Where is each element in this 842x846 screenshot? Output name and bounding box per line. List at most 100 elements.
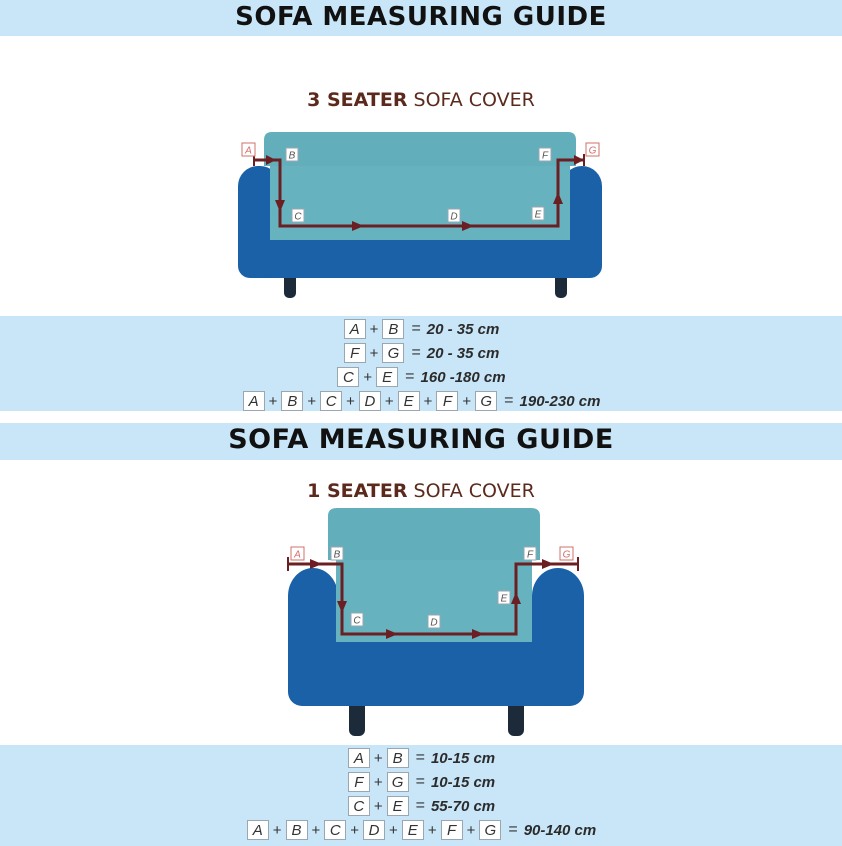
svg-text:E: E (535, 210, 542, 221)
svg-text:D: D (430, 618, 437, 629)
sofa1-label-c: C (350, 612, 364, 627)
subtitle-2: 1 SEATER SOFA COVER (0, 480, 842, 502)
plus-sign: + (268, 392, 278, 410)
equals-sign: = (415, 797, 425, 814)
formula-term: F (436, 391, 459, 411)
formula-band-1 (0, 316, 842, 411)
formula-value: 55-70 cm (430, 797, 496, 815)
formula-term: F (347, 772, 370, 792)
svg-text:A: A (244, 146, 252, 157)
formula-term: A (343, 319, 366, 339)
equals-sign: = (504, 392, 514, 409)
plus-sign: + (369, 344, 379, 362)
formula-term: E (397, 391, 420, 411)
subtitle-2-rest: SOFA COVER (407, 480, 535, 502)
formula-term: G (475, 391, 498, 411)
formula-value: 20 - 35 cm (426, 344, 500, 362)
sofa1-label-f: F (523, 546, 537, 561)
sofa1-label-d: D (427, 614, 441, 629)
sofa3-label-c: C (291, 208, 305, 223)
formula-term: E (376, 367, 399, 387)
formula-term: B (382, 319, 405, 339)
formula-term: B (281, 391, 304, 411)
sofa1-label-a: A (290, 546, 305, 561)
plus-sign: + (307, 392, 317, 410)
sofa3-arm-left (238, 166, 280, 278)
subtitle-1: 3 SEATER SOFA COVER (0, 89, 842, 111)
svg-text:B: B (289, 151, 296, 162)
plus-sign: + (363, 368, 373, 386)
sofa-1-seater-diagram: A B C D E F G (287, 508, 584, 736)
sofa3-label-b: B (285, 147, 299, 162)
sofa1-label-g: G (559, 546, 574, 561)
formula-value: 90-140 cm (523, 821, 597, 839)
subtitle-1-rest: SOFA COVER (407, 89, 535, 111)
formula-value: 10-15 cm (430, 749, 496, 767)
svg-text:F: F (527, 550, 534, 561)
formula-term: G (386, 772, 409, 792)
formula-row: A+B+C+D+E+F+G=90-140 cm (0, 818, 842, 842)
formula-term: F (440, 820, 463, 840)
svg-text:E: E (501, 594, 508, 605)
plus-sign: + (384, 392, 394, 410)
equals-sign: = (405, 368, 415, 385)
sofa1-label-b: B (330, 546, 344, 561)
formula-term: C (337, 367, 360, 387)
plus-sign: + (350, 821, 360, 839)
formula-term: C (347, 796, 370, 816)
svg-text:C: C (294, 212, 302, 223)
formula-term: B (386, 748, 409, 768)
guide-title-2: SOFA MEASURING GUIDE (228, 424, 614, 455)
formula-term: G (382, 343, 405, 363)
sofa1-label-e: E (497, 590, 511, 605)
formula-row: F+G=20 - 35 cm (0, 341, 842, 365)
sofa3-label-g: G (585, 142, 600, 157)
plus-sign: + (373, 797, 383, 815)
sofa3-label-a: A (241, 142, 256, 157)
equals-sign: = (415, 749, 425, 766)
plus-sign: + (423, 392, 433, 410)
svg-text:D: D (450, 212, 457, 223)
equals-sign: = (411, 344, 421, 361)
formula-term: C (320, 391, 343, 411)
subtitle-2-bold: 1 SEATER (307, 480, 408, 502)
svg-text:F: F (542, 151, 549, 162)
sofa3-arrowheads (266, 155, 584, 231)
formula-value: 10-15 cm (430, 773, 496, 791)
sofa3-seat-inner (270, 166, 570, 240)
formula-term: D (358, 391, 381, 411)
sofa3-label-e: E (531, 206, 545, 221)
formula-row: C+E = 160 -180 cm (0, 365, 842, 389)
formula-term: C (324, 820, 347, 840)
formula-term: E (401, 820, 424, 840)
plus-sign: + (311, 821, 321, 839)
title-band-1 (0, 0, 842, 36)
equals-sign: = (415, 773, 425, 790)
plus-sign: + (346, 392, 355, 410)
plus-sign: + (462, 392, 472, 410)
sofa3-body (238, 230, 602, 278)
formula-row: A+B=20 - 35 cm (0, 317, 842, 341)
plus-sign: + (369, 320, 379, 338)
svg-text:B: B (334, 550, 341, 561)
sofa1-arrowheads (310, 559, 554, 639)
sofa1-body (288, 638, 584, 706)
formula-term: B (285, 820, 308, 840)
formula-value: 20 - 35 cm (426, 320, 500, 338)
formula-row: A+B+C+D+E+F+G=190-230 cm (0, 389, 842, 413)
equals-sign: = (508, 821, 518, 838)
sofa1-measure-path (288, 562, 578, 636)
formula-term: E (386, 796, 409, 816)
plus-sign: + (272, 821, 282, 839)
sofa-3-seater-diagram: A B C D E F G (238, 132, 602, 298)
sofa3-arm-right (562, 166, 602, 278)
svg-text:G: G (589, 146, 597, 157)
guide-title-1: SOFA MEASURING GUIDE (235, 2, 607, 32)
formula-value: 160 -180 cm (420, 368, 506, 386)
plus-sign: + (427, 821, 437, 839)
formula-row: F+G=10-15 cm (0, 770, 842, 794)
sofa3-label-d: D (447, 208, 461, 223)
formula-term: A (246, 820, 269, 840)
